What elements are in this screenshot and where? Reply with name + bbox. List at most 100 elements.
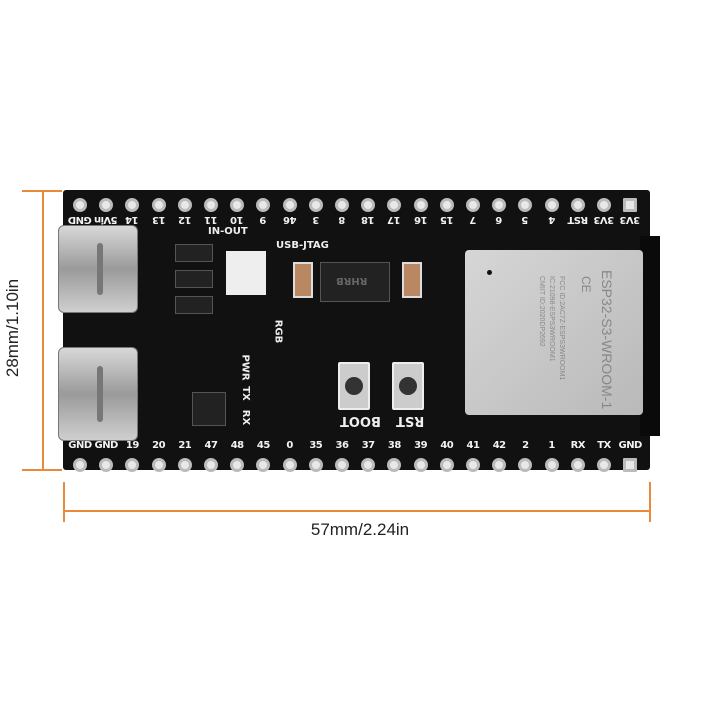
pin-label: 11 (204, 214, 218, 225)
pin-label: 40 (440, 440, 454, 451)
silk-rx: RX (240, 409, 252, 426)
pin-hole (230, 198, 245, 212)
pin-label: 14 (125, 214, 139, 225)
pin-label: 45 (256, 440, 270, 451)
width-dimension-tick-right (649, 482, 651, 522)
pin-label: 37 (361, 440, 375, 451)
height-dimension-tick-bottom (22, 469, 62, 471)
esp32-s3-module: ESP32-S3-WROOM-1 CE FCC ID:2AC7Z-ESPS3WR… (465, 250, 643, 415)
pin-hole (413, 458, 428, 472)
pin-label: 20 (152, 440, 166, 451)
usb-c-port-bottom (58, 347, 138, 441)
pin-hole (151, 198, 166, 212)
pin-hole (387, 198, 402, 212)
fcc-id: FCC ID:2AC7Z-ESPS3WROOM1 (558, 276, 565, 381)
pin-label: 42 (492, 440, 506, 451)
silk-in-out: IN-OUT (208, 226, 248, 237)
pin-label: 10 (230, 214, 244, 225)
pin-hole (335, 458, 349, 472)
pin-hole (151, 458, 166, 472)
pin-hole (544, 198, 559, 212)
pin-hole (492, 198, 507, 212)
silk-regulator: RHRB (336, 275, 368, 286)
pin-hole (413, 198, 428, 212)
pin-hole (282, 198, 297, 212)
ic-id: IC:21098-ESPS3WROOM1 (548, 276, 555, 362)
pin-label: RST (567, 214, 588, 225)
pin-hole (282, 458, 297, 472)
diode (175, 244, 213, 262)
pin-label: 7 (469, 214, 477, 225)
pin-hole (597, 458, 611, 472)
pin-label: 46 (283, 214, 297, 225)
usb-hub-chip (192, 392, 226, 426)
pin-hole (518, 198, 533, 212)
module-name: ESP32-S3-WROOM-1 (599, 270, 615, 410)
pin-label: 41 (466, 440, 480, 451)
pin-label: TX (597, 440, 611, 451)
pin-hole (466, 198, 480, 212)
pin-hole (492, 458, 507, 472)
ce-mark: CE (579, 276, 593, 293)
width-dimension-line (63, 510, 650, 512)
pin-label: 1 (548, 440, 555, 451)
capacitor (293, 262, 313, 298)
pin-label: 21 (178, 440, 192, 451)
pin1-dot (487, 270, 492, 275)
pin-hole (177, 198, 192, 212)
silk-rst: RST (396, 413, 425, 428)
pin-hole (230, 458, 245, 472)
rgb-led (226, 251, 266, 295)
pin-label: 5Vin (94, 214, 118, 225)
pin-hole (204, 458, 218, 472)
pin-hole (570, 198, 585, 212)
silk-tx: TX (239, 386, 251, 401)
pin-hole (597, 198, 611, 212)
pin-hole (570, 458, 585, 472)
pin-hole (125, 198, 140, 212)
silk-boot: BOOT (340, 413, 381, 428)
pin-label: 3V3 (593, 214, 615, 225)
pin-label: 9 (260, 214, 267, 225)
pin-label: 2 (522, 440, 529, 451)
pin-label: 15 (440, 214, 454, 225)
pin-label: 19 (125, 440, 139, 451)
pin-hole (177, 458, 192, 472)
pin-label: 0 (286, 440, 293, 451)
boot-button[interactable] (338, 362, 370, 410)
pin-label: 17 (387, 214, 401, 225)
pin-label: GND (94, 440, 118, 451)
pin-label: GND (618, 440, 642, 451)
pin-label: GND (68, 214, 92, 225)
pin-hole (256, 198, 271, 212)
height-dimension-tick-top (22, 190, 62, 192)
diode (175, 270, 213, 288)
pin-hole (466, 458, 480, 472)
pin-label: RX (570, 440, 586, 451)
pin-hole (361, 458, 376, 472)
pin-label: 38 (387, 440, 401, 451)
pin-hole (623, 198, 638, 212)
pin-hole (335, 198, 349, 212)
pin-label: 8 (338, 214, 346, 225)
pin-label: 4 (548, 214, 555, 225)
pin-hole (73, 198, 87, 212)
height-dimension-line (42, 190, 44, 470)
voltage-regulator (320, 262, 390, 302)
pin-hole (125, 458, 140, 472)
pin-hole (387, 458, 402, 472)
pin-label: 36 (335, 440, 349, 451)
pin-hole (361, 198, 376, 212)
reset-button[interactable] (392, 362, 424, 410)
pin-hole (439, 458, 454, 472)
pin-label: 12 (178, 214, 192, 225)
pin-hole (439, 198, 454, 212)
width-dimension-label: 57mm/2.24in (310, 520, 410, 539)
pin-label: 39 (414, 440, 428, 451)
pin-hole (308, 198, 323, 212)
silk-usb-jtag: USB-JTAG (276, 240, 329, 251)
pin-label: 13 (152, 214, 166, 225)
pin-label: 6 (495, 214, 503, 225)
pin-hole (256, 458, 271, 472)
